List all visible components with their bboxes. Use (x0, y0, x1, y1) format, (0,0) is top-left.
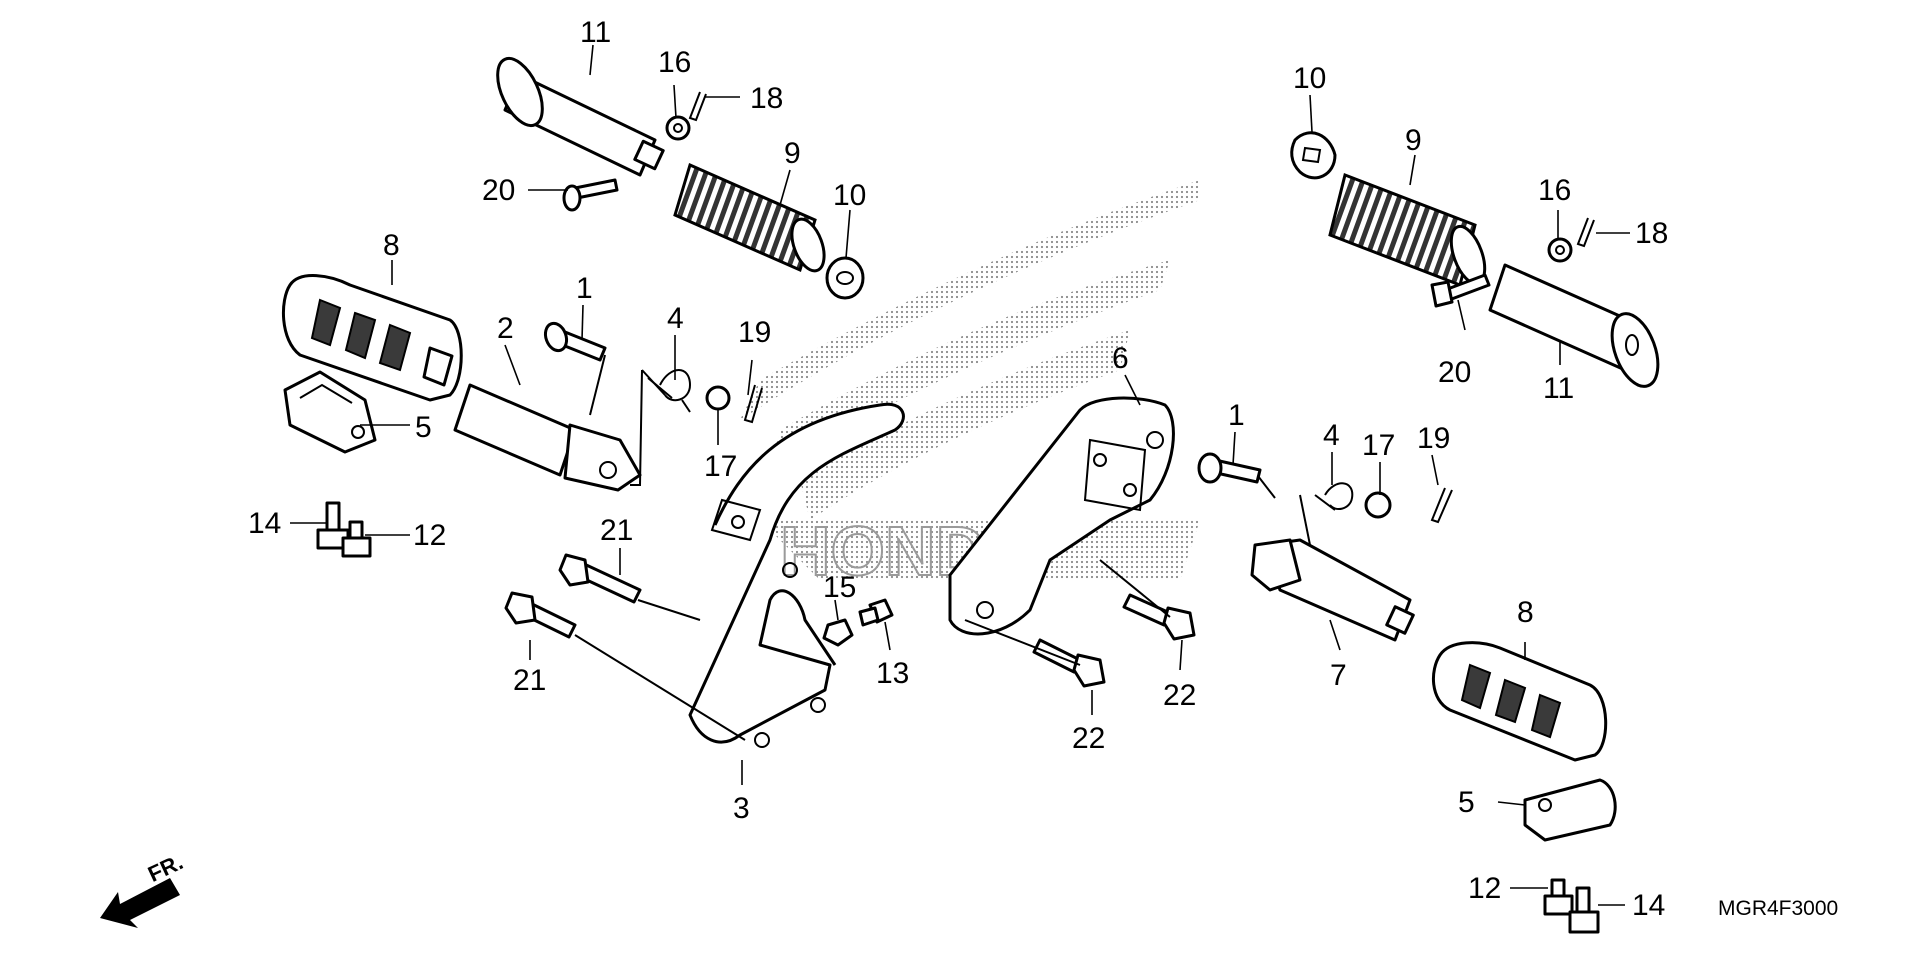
callout-20-left: 20 (482, 174, 515, 207)
callout-14-right: 14 (1632, 889, 1665, 922)
diagram-code: MGR4F3000 (1718, 897, 1838, 920)
footpeg-rubber-9-left (673, 162, 826, 273)
callout-16-right: 16 (1538, 174, 1571, 207)
nut-15 (822, 618, 854, 647)
callout-9-left: 9 (784, 137, 801, 170)
bolt-21-upper (558, 553, 642, 604)
pivot-pin-11-right (1488, 263, 1660, 388)
callout-3: 3 (733, 792, 750, 825)
bracket-3 (688, 402, 905, 748)
callout-18-left: 18 (750, 82, 783, 115)
callout-labels: 11 16 18 20 9 10 8 1 2 4 19 5 17 14 12 2… (248, 16, 1838, 922)
fr-label: FR. (144, 849, 187, 887)
washer-10-right (1290, 131, 1337, 180)
callout-16-left: 16 (658, 46, 691, 79)
callout-4-left: 4 (667, 302, 684, 335)
clevis-pin-20-right (1430, 273, 1491, 308)
callout-4-right: 4 (1323, 419, 1340, 452)
peg-rubber-8-left (281, 274, 463, 402)
spring-4-right (1314, 482, 1354, 511)
pivot-pin-11-left (496, 56, 665, 177)
cotter-pin-18-left (688, 91, 707, 122)
footpeg-bracket-2 (453, 383, 642, 492)
bolt-13 (858, 598, 894, 627)
bolt-14-left (316, 501, 350, 550)
callout-18-right: 18 (1635, 217, 1668, 250)
spring-4-left (647, 369, 692, 413)
clevis-pin-20-left (562, 178, 619, 212)
leader-lines (290, 44, 1630, 906)
callout-12-right: 12 (1468, 872, 1501, 905)
callout-21-upper: 21 (600, 514, 633, 547)
callout-5-right: 5 (1458, 786, 1475, 819)
bolt-21-lower (504, 591, 577, 639)
callout-9-right: 9 (1405, 124, 1422, 157)
washer-17-right (1364, 491, 1392, 519)
peg-cover-5-left (283, 370, 377, 454)
callout-10-right: 10 (1293, 62, 1326, 95)
callout-22-right: 22 (1163, 679, 1196, 712)
callout-8-left: 8 (383, 229, 400, 262)
bolt-12-left (341, 520, 372, 558)
callout-10-left: 10 (833, 179, 866, 212)
callout-6: 6 (1112, 342, 1129, 375)
front-direction-arrow: FR. (100, 849, 187, 928)
callout-19-left: 19 (738, 316, 771, 349)
bracket-6 (948, 396, 1175, 636)
callout-21-lower: 21 (513, 664, 546, 697)
cotter-pin-19-left (743, 384, 763, 424)
callout-1-right: 1 (1228, 399, 1245, 432)
callout-20-right: 20 (1438, 356, 1471, 389)
callout-15: 15 (823, 571, 856, 604)
callout-22-left: 22 (1072, 722, 1105, 755)
callout-7: 7 (1330, 659, 1347, 692)
callout-12-left: 12 (413, 519, 446, 552)
cotter-pin-19-right (1430, 487, 1453, 524)
footpeg-bracket-7 (1250, 538, 1415, 642)
callout-19-right: 19 (1417, 422, 1450, 455)
peg-cover-5-right (1523, 778, 1617, 842)
footpeg-rubber-9-right (1328, 172, 1487, 288)
washer-10-left (825, 256, 865, 300)
peg-rubber-8-right (1431, 641, 1608, 762)
bolt-14-right (1568, 886, 1600, 934)
callout-11-left: 11 (580, 16, 611, 49)
callout-2: 2 (497, 312, 514, 345)
washer-17-left (705, 385, 731, 411)
callout-14-left: 14 (248, 507, 281, 540)
washer-16-right (1547, 237, 1573, 263)
bolt-22-right (1122, 593, 1196, 641)
pivot-pin-1-left (543, 321, 607, 362)
callout-11-right: 11 (1543, 372, 1574, 405)
callout-5-left: 5 (415, 411, 432, 444)
washer-16-left (665, 115, 691, 141)
pivot-pin-1-right (1197, 452, 1262, 484)
bolt-12-right (1543, 878, 1574, 916)
callout-8-right: 8 (1517, 596, 1534, 629)
callout-17-left: 17 (704, 450, 737, 483)
callout-13: 13 (876, 657, 909, 690)
bolt-22-left (1032, 638, 1106, 688)
callout-1-left: 1 (576, 272, 593, 305)
callout-17-right: 17 (1362, 429, 1395, 462)
cotter-pin-18-right (1576, 217, 1595, 248)
